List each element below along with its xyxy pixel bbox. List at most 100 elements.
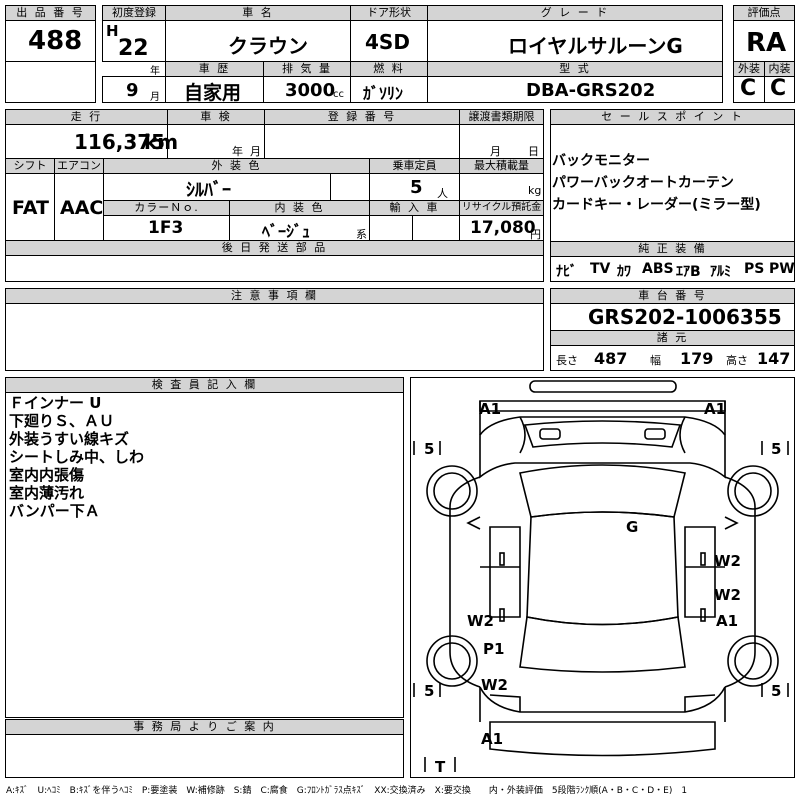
equipment-pw: PW: [769, 261, 795, 277]
shift: FAT: [12, 197, 49, 219]
first-reg-era: H: [106, 22, 119, 40]
car-name-header: 車 名: [165, 5, 351, 21]
door: 4SD: [365, 30, 410, 54]
equipment-leather: ｶﾜ: [617, 264, 631, 280]
displacement: 3000: [285, 80, 336, 101]
mileage-header: 走 行: [5, 109, 168, 125]
car-outline: [413, 380, 789, 772]
sales-point-3: カードキー・レーダー(ミラー型): [552, 197, 761, 213]
tire-spare: T: [435, 758, 446, 776]
transfer-day-unit: 日: [528, 145, 539, 158]
ac-header: エアコン: [54, 158, 104, 174]
damage-p1-left-rear: P1: [483, 640, 505, 658]
ac: AAC: [60, 197, 104, 219]
interior-header: 内装: [764, 61, 795, 77]
legend: A:ｷｽﾞ U:ﾍｺﾐ B:ｷｽﾞを伴うﾍｺﾐ P:要塗装 W:補修跡 S:錆 …: [6, 786, 688, 796]
exterior-grade: C: [740, 76, 757, 101]
model: DBA-GRS202: [526, 80, 656, 101]
series-unit: 系: [356, 228, 367, 241]
inspector-note-3: 外装うすい線キズ: [9, 430, 130, 448]
sales-point-header: セ ー ル ス ポ イ ン ト: [550, 109, 795, 125]
capacity-header: 乗車定員: [369, 158, 460, 174]
first-reg-header: 初度登録: [102, 5, 166, 21]
tire-front-right: 5: [771, 440, 782, 458]
office-header: 事 務 局 よ り ご 案 内: [5, 719, 404, 735]
ext-color: ｼﾙﾊﾞｰ: [186, 180, 231, 201]
inspector-note-7: バンパー下Ａ: [9, 502, 100, 520]
displacement-header: 排 気 量: [263, 61, 351, 77]
mileage: 116,375: [74, 130, 166, 154]
inspection-month-unit: 月: [250, 145, 261, 158]
reg-no-header: 登 録 番 号: [264, 109, 460, 125]
tire-rear-left: 5: [424, 682, 435, 700]
damage-w2-right-rear-door: W2: [714, 586, 741, 604]
height: 147: [757, 349, 791, 368]
tire-rear-right: 5: [771, 682, 782, 700]
height-label: 高さ: [726, 354, 748, 367]
width-label: 幅: [650, 354, 661, 367]
inspector-note-6: 室内薄汚れ: [9, 484, 85, 502]
model-box: [427, 76, 723, 103]
int-color: ﾍﾞｰｼﾞｭ: [262, 222, 311, 241]
sales-point-2: パワーバックオートカーテン: [552, 175, 734, 191]
interior-grade: C: [770, 76, 787, 101]
later-parts-header: 後 日 発 送 部 品: [5, 240, 544, 256]
damage-w2-left-quarter: W2: [481, 676, 508, 694]
fuel-header: 燃 料: [350, 61, 428, 77]
equipment-ps: PS: [744, 261, 765, 277]
color-no: 1F3: [148, 218, 184, 238]
first-reg-year: 22: [118, 36, 149, 61]
equipment-airbag: ｴｱB: [676, 264, 701, 280]
tire-front-left: 5: [424, 440, 435, 458]
lot-no: 488: [28, 26, 83, 56]
equipment-alloy: ｱﾙﾐ: [710, 264, 731, 280]
specs-box: [550, 345, 795, 371]
month-unit: 月: [150, 92, 160, 103]
notes-header: 注 意 事 項 欄: [5, 288, 544, 304]
rating: RA: [746, 28, 787, 58]
inspection-year-unit: 年: [232, 145, 243, 158]
lot-no-header: 出 品 番 号: [5, 5, 96, 21]
transfer-header: 譲渡書類期限: [459, 109, 544, 125]
damage-w2-right-front-door: W2: [714, 552, 741, 570]
rating-header: 評価点: [733, 5, 795, 21]
inspector-note-2: 下廻りＳ、ＡＵ: [9, 412, 115, 430]
cc-unit: cc: [333, 89, 344, 100]
capacity: 5: [410, 177, 423, 198]
persons-unit: 人: [437, 187, 448, 200]
width: 179: [680, 349, 714, 368]
mileage-unit: km: [144, 130, 179, 154]
damage-a1-front-right: A1: [704, 400, 727, 418]
year-unit: 年: [150, 66, 160, 77]
fuel: ｶﾞｿﾘﾝ: [363, 84, 404, 103]
color-no-header: カラーＮｏ.: [103, 200, 230, 216]
transfer-month-unit: 月: [490, 145, 501, 158]
max-load-header: 最大積載量: [459, 158, 544, 174]
car-diagram: A1 A1 G W2 W2 W2 A1 P1 W2 A1 5 5 5 5 T: [410, 377, 795, 778]
sales-point-1: バックモニター: [552, 153, 650, 169]
shift-header: シフト: [5, 158, 55, 174]
damage-w2-left-rear-door: W2: [467, 612, 494, 630]
inspector-note-5: 室内内張傷: [9, 466, 85, 484]
damage-a1-right-rear: A1: [716, 612, 739, 630]
notes-box: [5, 303, 544, 371]
reg-no-box: [264, 124, 460, 159]
history: 自家用: [184, 82, 242, 104]
equipment-navi: ﾅﾋﾞ: [556, 264, 577, 280]
inspector-note-4: シートしみ中、しわ: [9, 448, 145, 466]
length-label: 長さ: [556, 354, 578, 367]
later-parts-box: [5, 255, 544, 282]
door-header: ドア形状: [350, 5, 428, 21]
recycle: 17,080: [470, 218, 536, 238]
damage-a1-rear-bumper: A1: [481, 730, 504, 748]
import-box: [369, 215, 460, 241]
ext-color-header: 外 装 色: [103, 158, 370, 174]
recycle-header: リサイクル預託金: [459, 200, 544, 216]
yen-unit: 円: [530, 228, 541, 241]
model-header: 型 式: [427, 61, 723, 77]
exterior-header: 外装: [733, 61, 765, 77]
chassis-header: 車 台 番 号: [550, 288, 795, 304]
equipment-tv: TV: [590, 261, 611, 277]
damage-a1-front-left: A1: [479, 400, 502, 418]
car-name: クラウン: [228, 34, 308, 58]
